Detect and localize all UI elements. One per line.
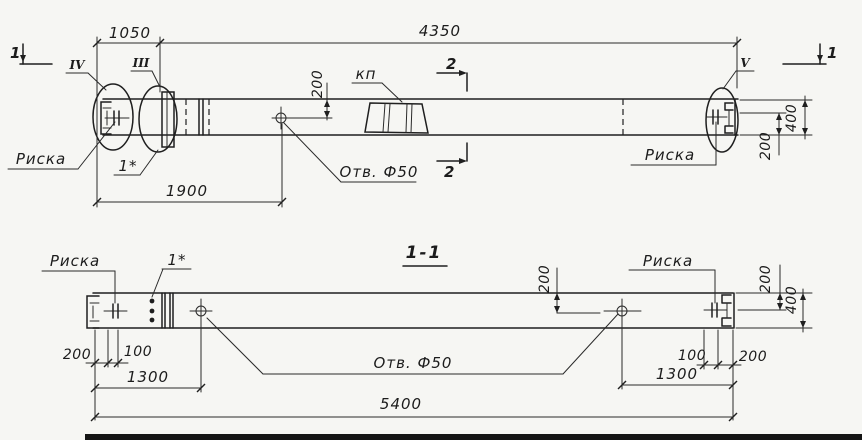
dim-width-section: 200 400 xyxy=(735,264,813,333)
svg-text:200: 200 xyxy=(63,347,91,363)
svg-text:Риска: Риска xyxy=(50,252,100,270)
svg-text:III: III xyxy=(132,56,150,70)
svg-text:1300: 1300 xyxy=(656,365,698,383)
dim-5400: 5400 xyxy=(90,395,738,422)
riska-label-bottom-right: Риска xyxy=(628,252,716,304)
right-end-bracket xyxy=(724,99,736,136)
svg-text:400: 400 xyxy=(784,104,800,132)
svg-text:кп: кп xyxy=(356,65,377,83)
section-marker-1-right: 1 xyxy=(782,43,837,65)
riska-mark-bottom-left xyxy=(103,303,128,319)
svg-text:200: 200 xyxy=(310,70,326,98)
dim-200-hole-top: 200 xyxy=(310,70,330,121)
node-oval-v xyxy=(705,87,739,153)
svg-text:1900: 1900 xyxy=(166,182,208,200)
svg-text:Риска: Риска xyxy=(645,146,695,164)
svg-text:200: 200 xyxy=(758,132,774,160)
dim-overall-top: 1050 4350 xyxy=(92,22,742,208)
svg-text:IV: IV xyxy=(69,58,87,72)
svg-text:2: 2 xyxy=(444,163,454,181)
hole-top-view xyxy=(271,106,333,130)
seam-lines xyxy=(161,292,174,329)
riska-mark-bottom-right xyxy=(703,302,728,318)
detail-1-label-top: 1* xyxy=(113,149,159,176)
section-title: 1-1 xyxy=(402,243,448,267)
left-end-bracket-section xyxy=(86,295,100,329)
svg-text:1*: 1* xyxy=(167,251,186,269)
node-oval-iii xyxy=(138,85,178,153)
dim-1300-right: 1300 xyxy=(617,317,738,390)
dim-1300-left: 1300 xyxy=(90,317,206,393)
riska-label-top-right: Риска xyxy=(630,121,717,166)
svg-text:Отв. Ф50: Отв. Ф50 xyxy=(340,163,419,181)
node-marker-v: V xyxy=(722,56,755,90)
svg-text:Риска: Риска xyxy=(643,252,693,270)
svg-text:200: 200 xyxy=(537,265,553,293)
svg-text:V: V xyxy=(740,56,751,70)
dim-200-hole-section: 200 xyxy=(537,265,601,314)
svg-text:200: 200 xyxy=(739,349,767,365)
joint-lines xyxy=(185,98,624,136)
svg-text:100: 100 xyxy=(124,344,152,360)
section-marker-2-bottom: 2 xyxy=(436,142,468,181)
section-view: 1-1 xyxy=(41,243,813,422)
svg-text:1300: 1300 xyxy=(127,368,169,386)
detail-1-label-bottom: 1* xyxy=(151,251,192,298)
dim-right-end: 100 200 xyxy=(678,329,767,421)
svg-text:1: 1 xyxy=(10,44,20,62)
kp-plate xyxy=(364,102,429,134)
top-view: 1050 4350 1900 200 200 xyxy=(7,22,837,208)
riska-label-bottom-left: Риска xyxy=(41,252,116,304)
svg-text:Отв. Ф50: Отв. Ф50 xyxy=(374,354,453,372)
svg-text:2: 2 xyxy=(446,55,456,73)
riska-mark-top-left xyxy=(104,110,130,126)
hole-label-bottom: Отв. Ф50 xyxy=(206,313,619,375)
section-marker-2-top: 2 xyxy=(436,55,468,92)
hole-label-top: Отв. Ф50 xyxy=(283,122,419,183)
dim-width-top: 200 400 xyxy=(739,95,813,160)
svg-text:5400: 5400 xyxy=(380,395,422,413)
scan-artifact-bar xyxy=(85,434,862,440)
dim-1900: 1900 xyxy=(92,123,287,208)
svg-text:Риска: Риска xyxy=(16,150,66,168)
node-marker-iv: IV xyxy=(65,58,107,91)
svg-text:1: 1 xyxy=(827,44,837,62)
node-marker-iii: III xyxy=(130,56,161,88)
riska-mark-top-right xyxy=(706,109,728,125)
svg-text:400: 400 xyxy=(784,286,800,314)
dim-4350: 4350 xyxy=(419,22,461,40)
svg-text:100: 100 xyxy=(678,348,706,364)
dim-left-end: 200 100 xyxy=(63,329,152,421)
dim-1050: 1050 xyxy=(109,24,151,42)
weld-dots xyxy=(149,298,155,323)
svg-text:200: 200 xyxy=(758,265,774,293)
riska-label-top-left: Риска xyxy=(7,121,116,170)
svg-text:1-1: 1-1 xyxy=(406,243,443,263)
section-marker-1-left: 1 xyxy=(10,43,53,65)
end-plate xyxy=(161,91,175,148)
kp-label: кп xyxy=(351,65,403,103)
node-oval-iv xyxy=(92,83,134,151)
svg-text:1*: 1* xyxy=(118,157,137,175)
beam-outline-section xyxy=(92,292,734,329)
